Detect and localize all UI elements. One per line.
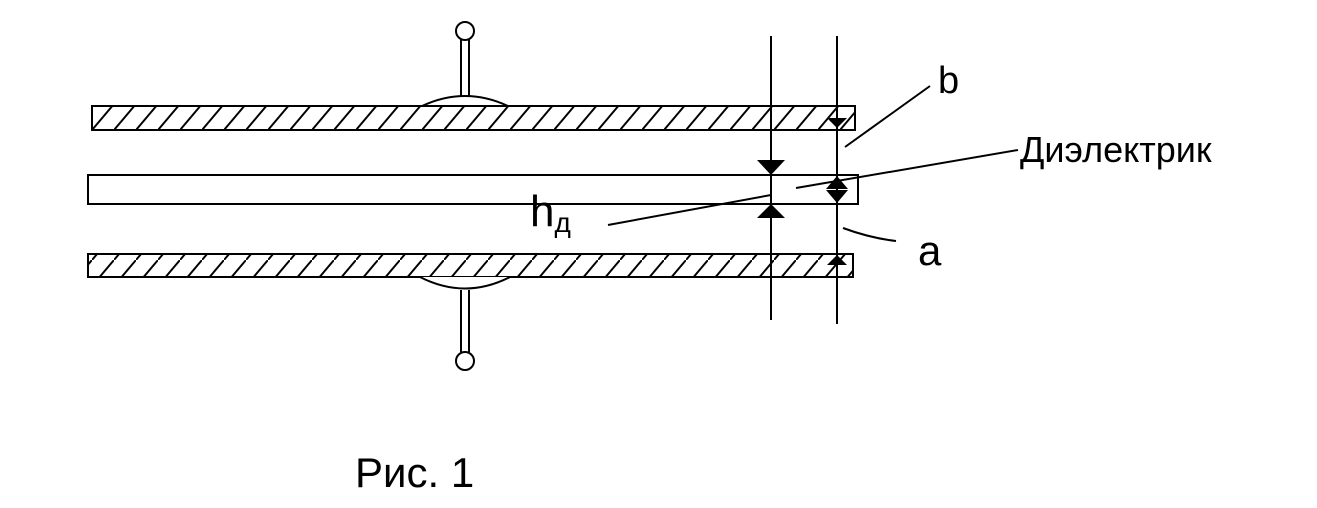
top-electrode (91, 105, 856, 131)
label-a: a (918, 227, 942, 274)
dielectric-layer (87, 174, 859, 205)
arrow-a-up (826, 176, 848, 189)
bottom-electrode (87, 253, 854, 278)
label-h-dielectric: hд (530, 190, 571, 237)
label-b: b (938, 60, 960, 102)
arrow-h-top (757, 160, 785, 175)
figure-caption: Рис. 1 (355, 449, 475, 496)
arrow-a-down (826, 190, 848, 203)
top-terminal (421, 21, 509, 107)
leader-h (607, 194, 772, 226)
label-h-main: h (530, 187, 555, 236)
arrow-h-bottom (757, 204, 785, 218)
arrow-b-top (827, 118, 847, 128)
leader-b (844, 85, 931, 148)
label-dielectric: Диэлектрик (1020, 129, 1212, 170)
leader-dielectric (795, 149, 1019, 189)
bottom-terminal (419, 276, 511, 371)
label-h-subscript: д (554, 207, 571, 238)
arrow-a-bottom (827, 255, 847, 265)
leader-a (842, 227, 897, 242)
